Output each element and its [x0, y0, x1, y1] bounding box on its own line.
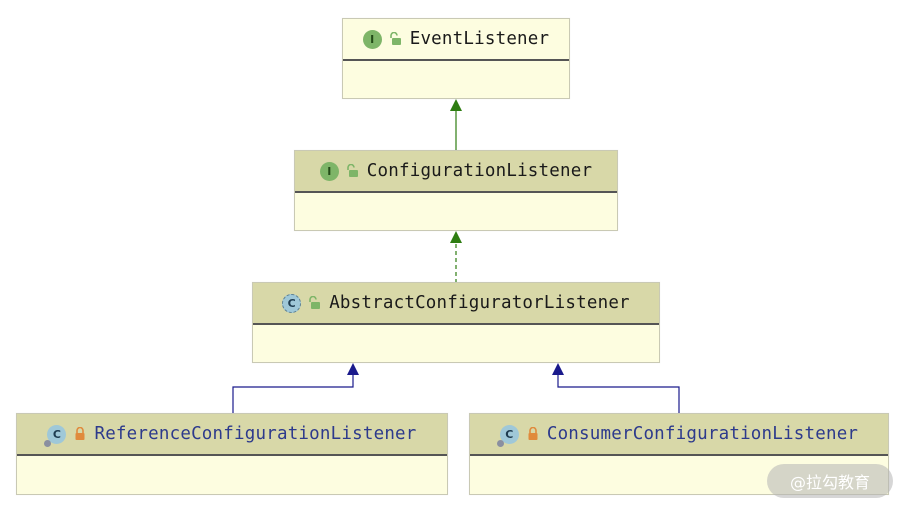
watermark: @拉勾教育 — [767, 464, 893, 498]
edge-consumer-to-abstract — [557, 375, 680, 414]
class-icon: C — [44, 424, 67, 447]
node-header: C ConsumerConfigurationListener — [470, 414, 888, 456]
unlocked-icon — [346, 164, 358, 177]
node-configuration-listener[interactable]: I ConfigurationListener — [294, 150, 618, 231]
class-name: ConsumerConfigurationListener — [546, 424, 859, 444]
class-name: EventListener — [409, 29, 550, 49]
arrowhead-abstract-left — [347, 363, 359, 375]
node-body — [17, 456, 447, 492]
node-body — [253, 325, 659, 361]
node-header: I ConfigurationListener — [295, 151, 617, 193]
class-icon: C — [496, 424, 519, 447]
arrowhead-event-listener — [450, 99, 462, 111]
node-abstract-configurator-listener[interactable]: C AbstractConfiguratorListener — [252, 282, 660, 363]
node-header: C AbstractConfiguratorListener — [253, 283, 659, 325]
node-body — [295, 193, 617, 229]
arrowhead-configuration-listener — [450, 231, 462, 243]
lock-icon — [75, 427, 85, 440]
node-reference-configuration-listener[interactable]: C ReferenceConfigurationListener — [16, 413, 448, 495]
unlocked-icon — [389, 32, 401, 45]
lock-icon — [528, 427, 538, 440]
edge-reference-to-abstract — [232, 375, 354, 414]
class-name: ConfigurationListener — [366, 161, 593, 181]
interface-icon: I — [362, 29, 382, 49]
arrowhead-abstract-right — [552, 363, 564, 375]
unlocked-icon — [309, 296, 321, 309]
node-body — [343, 61, 569, 97]
class-name: ReferenceConfigurationListener — [94, 424, 417, 444]
node-event-listener[interactable]: I EventListener — [342, 18, 570, 99]
node-header: I EventListener — [343, 19, 569, 61]
abstract-class-icon: C — [282, 293, 302, 313]
node-header: C ReferenceConfigurationListener — [17, 414, 447, 456]
interface-icon: I — [319, 161, 339, 181]
class-name: AbstractConfiguratorListener — [329, 293, 630, 313]
